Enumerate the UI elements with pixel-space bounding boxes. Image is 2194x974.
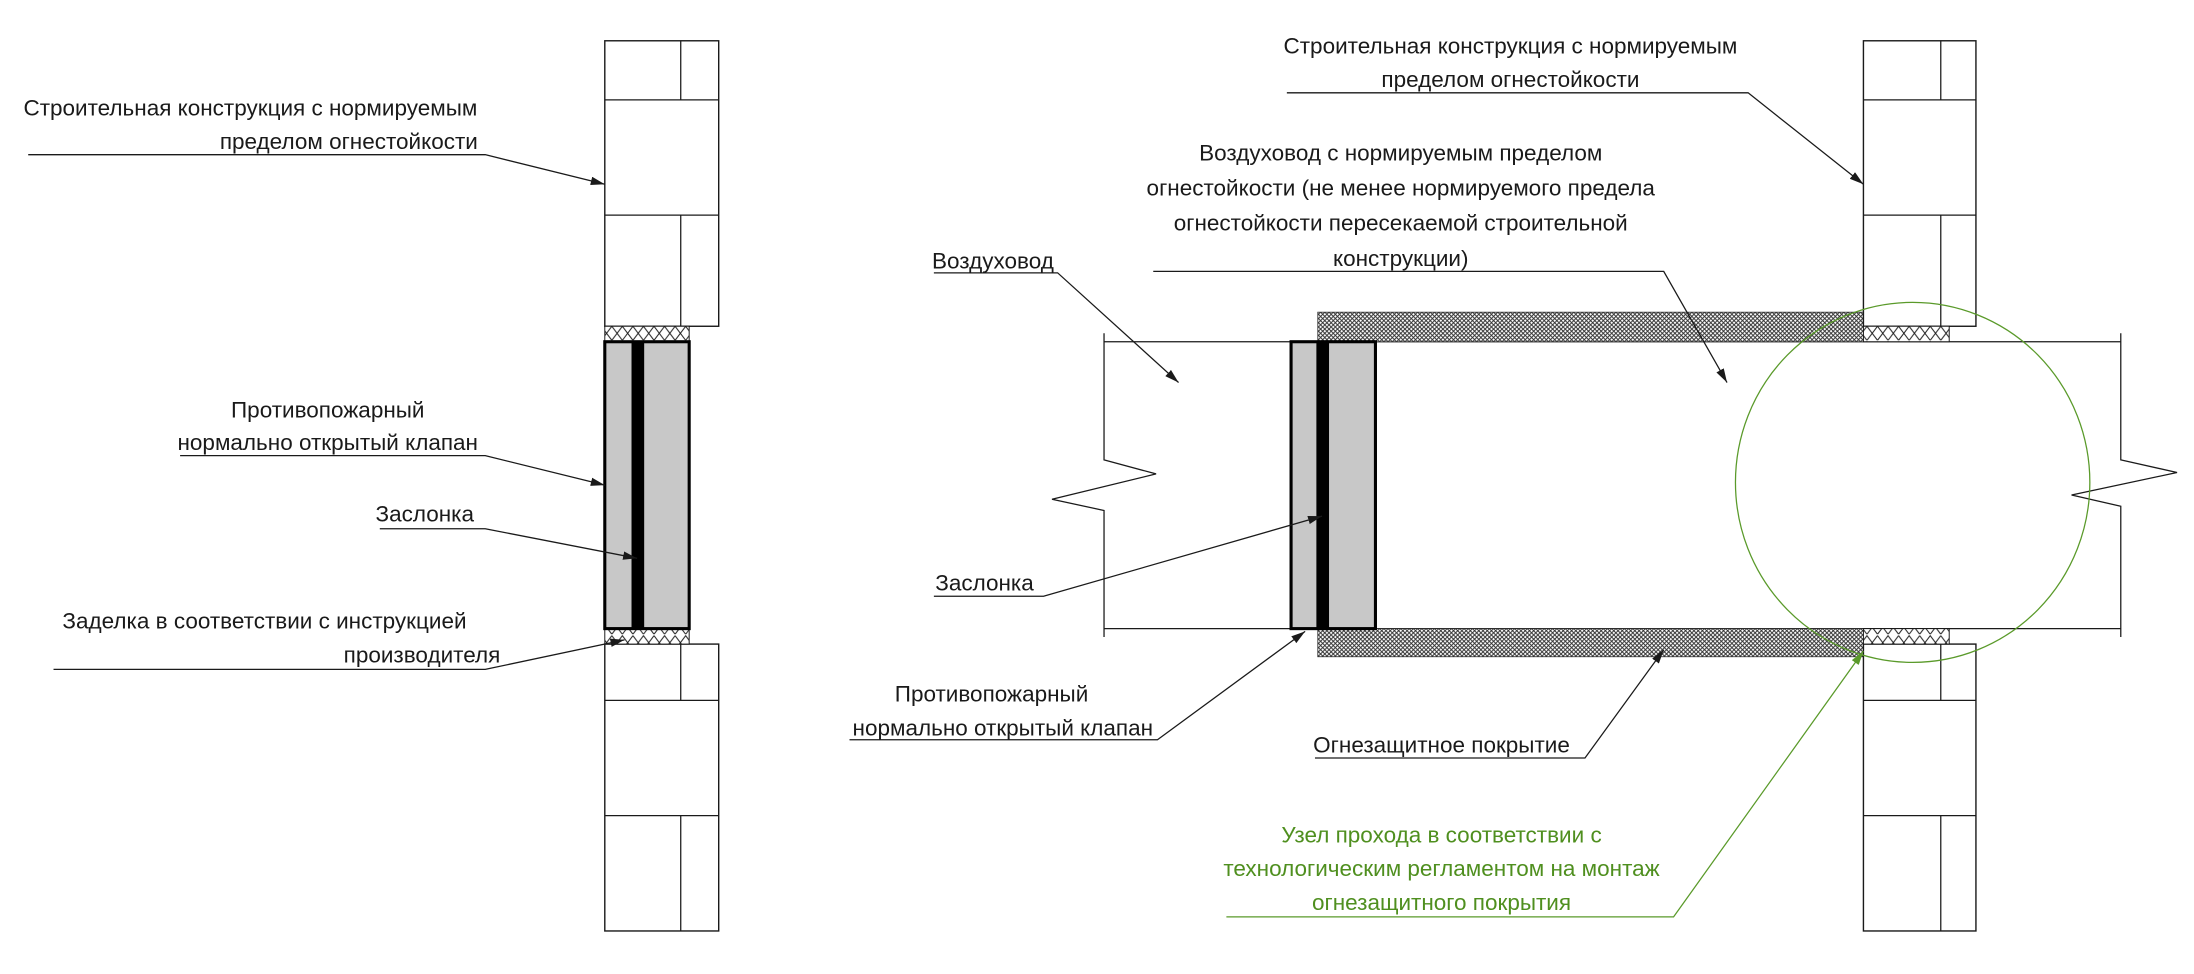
label-duct: Воздуховод	[932, 249, 1054, 274]
callout-wall: Строительная конструкция с нормируемым п…	[23, 95, 605, 185]
coating-top	[1317, 311, 1864, 343]
label-fire-duct-line2: огнестойкости (не менее нормируемого пре…	[1147, 175, 1656, 200]
label-fire-duct-line4: конструкции)	[1333, 246, 1468, 271]
label-wall-line1: Строительная конструкция с нормируемым	[23, 95, 477, 120]
label-damper: Заслонка	[376, 502, 475, 527]
callout-valve: Противопожарный нормально открытый клапа…	[178, 398, 605, 486]
seal-top	[1862, 325, 1950, 343]
label-seal-line1: Заделка в соответствии с инструкцией	[62, 609, 466, 634]
label-coating: Огнезащитное покрытие	[1313, 732, 1570, 757]
fire-valve	[1289, 340, 1377, 631]
right-view: Строительная конструкция с нормируемым п…	[849, 33, 2178, 932]
label-node-line2: технологическим регламентом на монтаж	[1223, 856, 1659, 881]
left-view: Строительная конструкция с нормируемым п…	[23, 40, 720, 932]
wall-lower	[604, 643, 720, 932]
label-node-line1: Узел прохода в соответствии с	[1281, 822, 1601, 847]
seal-bottom	[1862, 628, 1950, 645]
callout-seal: Заделка в соответствии с инструкцией про…	[53, 609, 625, 671]
callout-valve: Противопожарный нормально открытый клапа…	[849, 630, 1306, 740]
seal-top	[604, 325, 690, 343]
callout-node: Узел прохода в соответствии с технологич…	[1223, 650, 1864, 918]
label-fire-duct-line3: огнестойкости пересекаемой строительной	[1174, 211, 1628, 236]
callout-damper: Заслонка	[933, 515, 1323, 597]
label-node-line3: огнезащитного покрытия	[1312, 890, 1571, 915]
break-line-right	[2071, 333, 2178, 638]
label-valve-line2: нормально открытый клапан	[853, 715, 1153, 740]
coating-bottom	[1317, 628, 1864, 658]
node-highlight-circle	[1734, 301, 2091, 663]
label-fire-duct-line1: Воздуховод с нормируемым пределом	[1199, 140, 1602, 165]
callout-damper: Заслонка	[376, 502, 638, 560]
duct	[1051, 333, 2178, 638]
label-valve-line1: Противопожарный	[895, 682, 1088, 707]
label-wall-line2: пределом огнестойкости	[220, 129, 478, 154]
label-damper: Заслонка	[935, 571, 1034, 596]
callout-coating: Огнезащитное покрытие	[1313, 649, 1665, 759]
label-valve-line1: Противопожарный	[231, 398, 424, 423]
wall-lower	[1862, 643, 1977, 932]
label-wall-line1: Строительная конструкция с нормируемым	[1283, 33, 1737, 58]
wall-upper	[1862, 40, 1977, 327]
wall-upper	[604, 40, 720, 327]
callout-fire-duct: Воздуховод с нормируемым пределом огнест…	[1147, 140, 1728, 383]
label-wall-line2: пределом огнестойкости	[1381, 67, 1639, 92]
label-seal-line2: производителя	[344, 642, 501, 667]
damper-blade	[1316, 341, 1330, 629]
fire-valve	[603, 340, 691, 631]
break-line-left	[1051, 333, 1157, 638]
callout-duct: Воздуховод	[932, 249, 1179, 383]
damper-blade	[631, 341, 645, 629]
label-valve-line2: нормально открытый клапан	[178, 430, 479, 455]
callout-wall: Строительная конструкция с нормируемым п…	[1283, 33, 1864, 185]
